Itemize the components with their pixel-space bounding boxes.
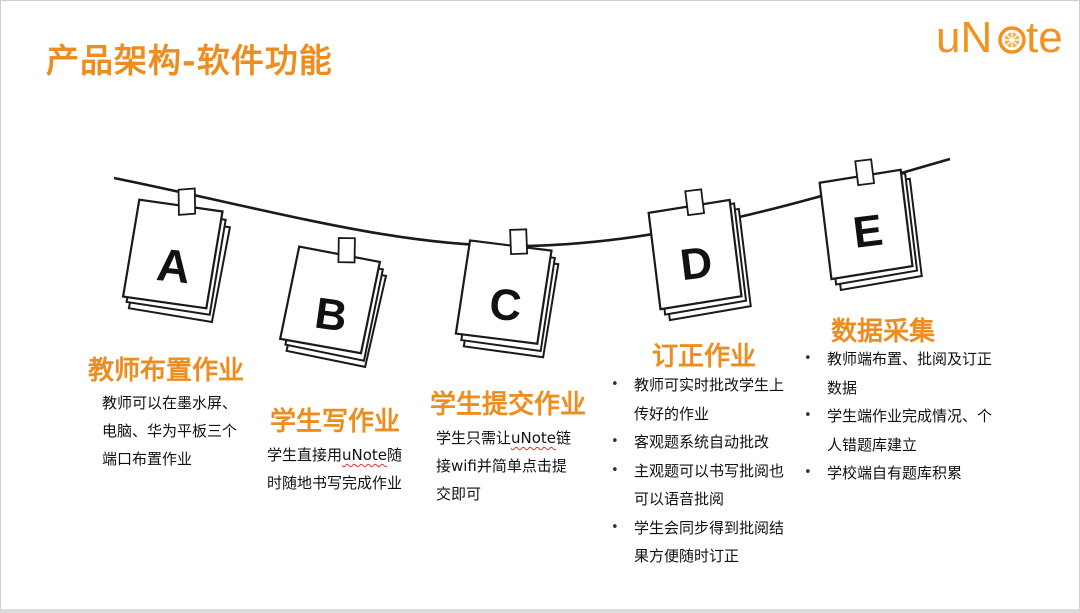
note-b: B	[278, 237, 388, 369]
section-a-title: 教师布置作业	[88, 356, 245, 386]
section-e-list: 教师端布置、批阅及订正数据 学生端作业完成情况、个人错题库建立 学校端自有题库积…	[802, 345, 992, 488]
section-c-text: 接wifi并简单点击提	[436, 457, 567, 475]
section-c-text: 学生只需让	[436, 429, 512, 447]
note-c-letter: C	[488, 280, 524, 332]
unote-logo: uN te	[936, 14, 1063, 60]
section-c-text: 链	[556, 429, 572, 447]
section-a-line: 端口布置作业	[102, 450, 193, 468]
section-c-text: 交即可	[436, 485, 482, 503]
section-b-text: 学生直接用	[267, 446, 343, 464]
note-e-letter: E	[850, 206, 885, 258]
list-item: 主观题可以书写批阅也可以语音批阅	[609, 457, 797, 514]
list-item: 学生端作业完成情况、个人错题库建立	[802, 402, 992, 459]
orange-slice-icon	[998, 26, 1026, 54]
note-a: A	[121, 187, 232, 324]
section-a-desc: 教师可以在墨水屏、 电脑、华为平板三个 端口布置作业	[102, 389, 262, 473]
note-a-letter: A	[154, 238, 192, 293]
list-item: 教师端布置、批阅及订正数据	[802, 345, 992, 402]
section-b-text: 时随地书写完成作业	[267, 474, 403, 492]
note-d-letter: D	[677, 238, 715, 291]
section-b-title: 学生写作业	[270, 407, 401, 437]
note-e: E	[818, 158, 923, 292]
section-a-line: 电脑、华为平板三个	[102, 422, 238, 440]
brand-name: uNote	[511, 429, 557, 447]
section-c-desc: 学生只需让uNote链 接wifi并简单点击提 交即可	[436, 424, 596, 508]
list-item: 学生会同步得到批阅结果方便随时订正	[609, 514, 797, 571]
section-a-line: 教师可以在墨水屏、	[102, 394, 238, 412]
note-c: C	[454, 228, 560, 359]
section-d-list: 教师可实时批改学生上传好的作业 客观题系统自动批改 主观题可以书写批阅也可以语音…	[609, 371, 797, 571]
list-item: 客观题系统自动批改	[609, 428, 797, 457]
section-c-title: 学生提交作业	[430, 390, 587, 420]
slide-title: 产品架构-软件功能	[46, 41, 333, 80]
section-e-title: 数据采集	[831, 317, 936, 347]
note-b-letter: B	[312, 289, 350, 342]
svg-text:uN: uN	[936, 14, 992, 60]
list-item: 学校端自有题库积累	[802, 459, 992, 488]
section-d-title: 订正作业	[652, 342, 757, 372]
brand-name: uNote	[342, 446, 388, 464]
note-d: D	[647, 188, 752, 322]
section-b-text: 随	[387, 446, 403, 464]
svg-text:te: te	[1026, 14, 1063, 60]
section-b-desc: 学生直接用uNote随 时随地书写完成作业	[267, 441, 427, 497]
list-item: 教师可实时批改学生上传好的作业	[609, 371, 797, 428]
